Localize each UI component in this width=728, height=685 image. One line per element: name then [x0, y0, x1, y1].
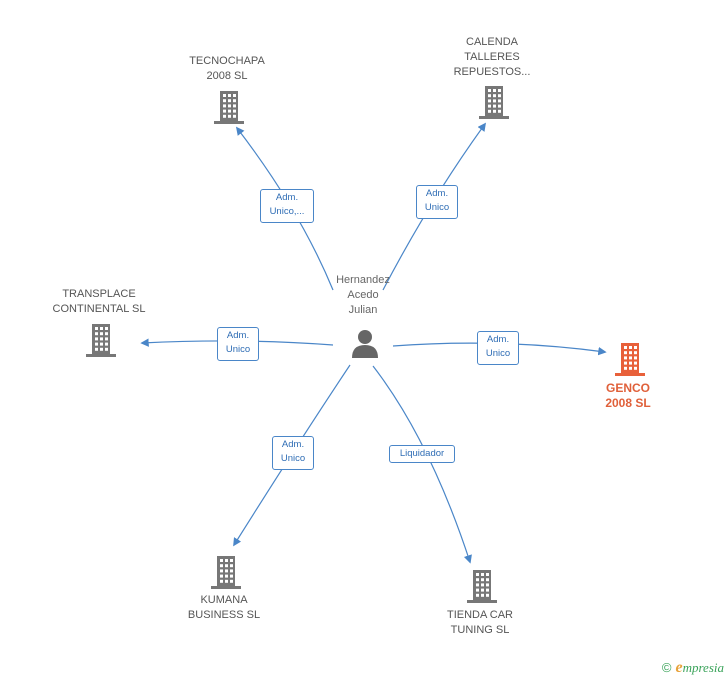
company-name: TIENDA CAR TUNING SL — [446, 609, 513, 636]
role-label-transplace: Adm. Unico — [217, 327, 259, 361]
copyright-symbol: © — [661, 660, 672, 675]
building-icon — [210, 555, 242, 594]
building-icon — [466, 569, 498, 608]
company-name: KUMANA BUSINESS SL — [187, 594, 261, 621]
brand-name: mpresia — [682, 660, 724, 675]
role-label-tecnochapa: Adm. Unico,... — [260, 189, 314, 223]
building-icon — [213, 90, 245, 129]
role-label-tienda: Liquidador — [389, 445, 455, 463]
role-label-kumana: Adm. Unico — [272, 436, 314, 470]
company-name: TECNOCHAPA 2008 SL — [189, 55, 265, 82]
person-name: Hernandez Acedo Julian — [336, 274, 390, 316]
building-icon — [614, 342, 646, 381]
building-icon — [478, 85, 510, 124]
company-name: GENCO 2008 SL — [605, 381, 651, 410]
person-icon — [352, 330, 378, 358]
role-label-calenda: Adm. Unico — [416, 185, 458, 219]
edge-tienda — [372, 365, 472, 564]
company-name: CALENDA TALLERES REPUESTOS... — [453, 35, 531, 78]
brand-initial: e — [675, 659, 683, 676]
role-label-genco: Adm. Unico — [477, 331, 519, 365]
company-name: TRANSPLACE CONTINENTAL SL — [52, 288, 146, 315]
building-icon — [85, 323, 117, 362]
footer-brand: ©empresia — [662, 659, 724, 677]
